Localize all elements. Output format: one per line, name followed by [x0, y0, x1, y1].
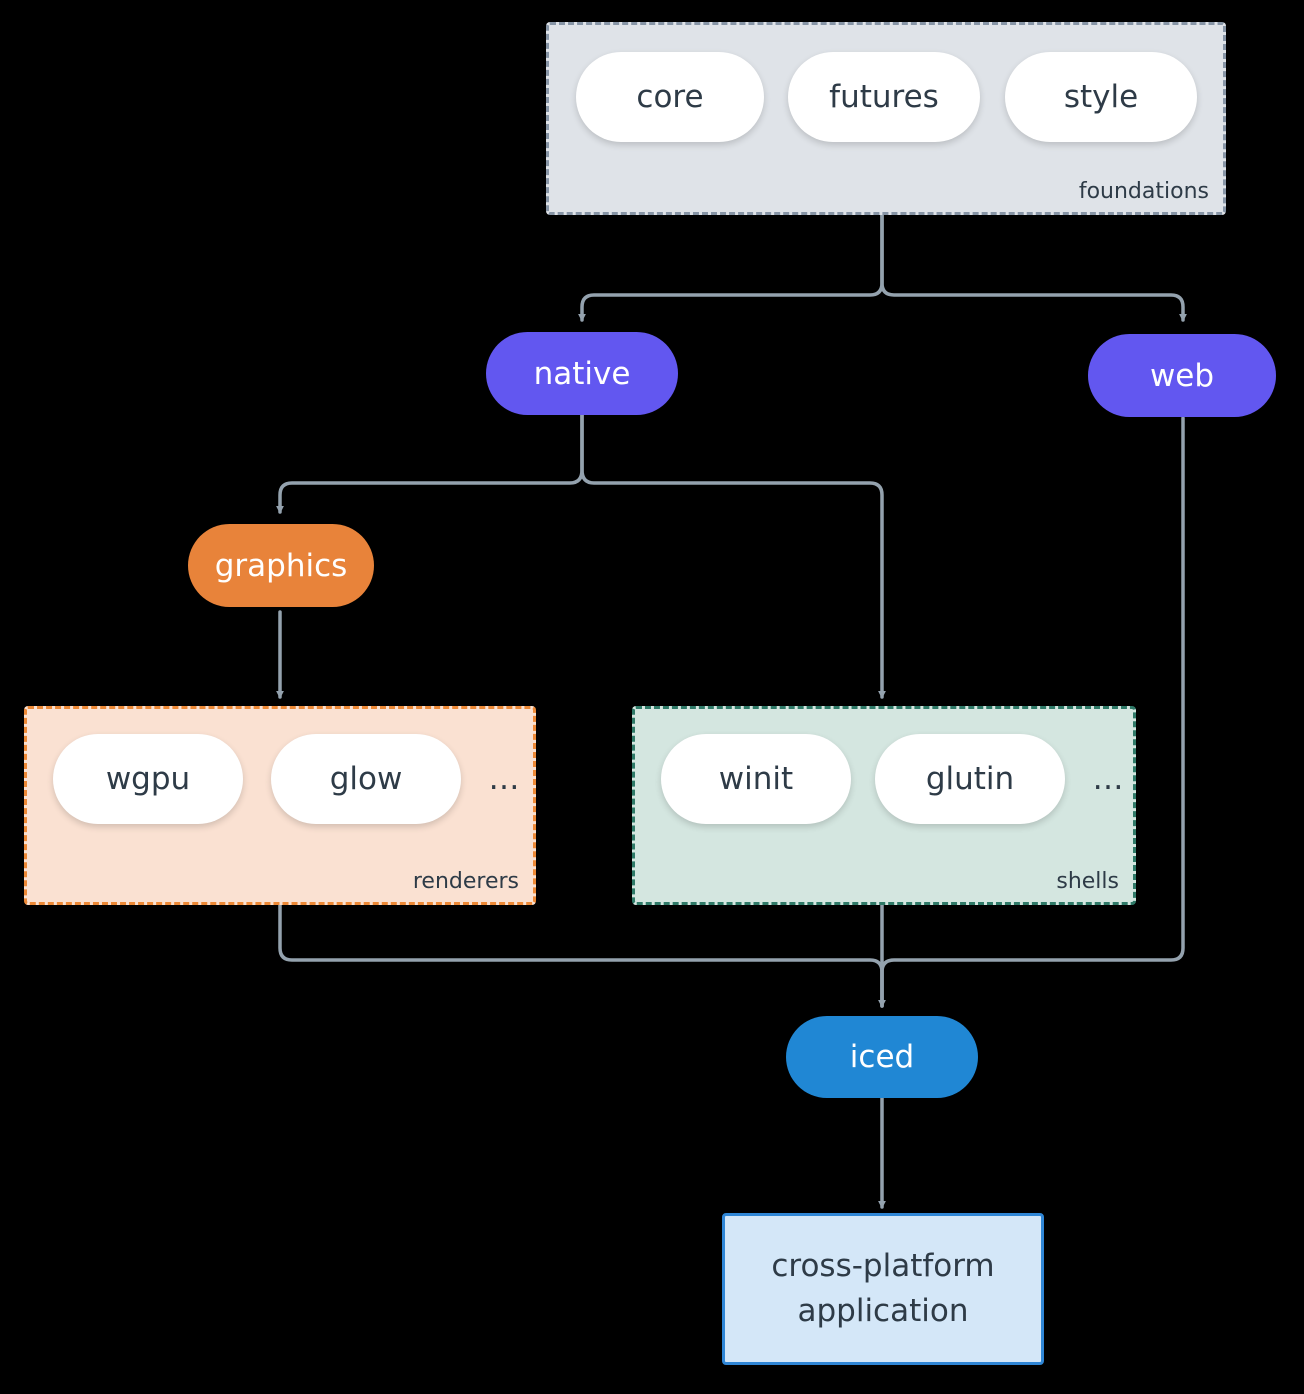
edge-native-to-shells [580, 413, 886, 699]
node-label: graphics [214, 547, 348, 584]
node-native[interactable]: native [486, 332, 678, 415]
node-label: web [1149, 357, 1215, 394]
application-label-line1: cross-platform [771, 1248, 995, 1285]
node-label: iced [849, 1039, 915, 1075]
chip-core[interactable]: core [576, 52, 764, 142]
chip-label: core [636, 79, 704, 115]
node-iced[interactable]: iced [786, 1016, 978, 1098]
chip-label: wgpu [105, 761, 191, 797]
group-label-shells: shells [1056, 869, 1119, 894]
chip-futures[interactable]: futures [788, 52, 980, 142]
chip-label: futures [829, 79, 939, 115]
application-label-line2: application [797, 1293, 969, 1329]
chip-style[interactable]: style [1005, 52, 1197, 142]
chip-label: glutin [925, 761, 1015, 797]
edge-native-to-graphics [276, 413, 584, 514]
edge-foundations-to-web [880, 213, 1187, 322]
chip-glutin[interactable]: glutin [875, 734, 1065, 824]
chip-label: style [1063, 79, 1139, 115]
group-foundations: core futures style foundations [546, 22, 1226, 215]
group-label-renderers: renderers [412, 869, 519, 894]
node-web[interactable]: web [1088, 334, 1276, 417]
node-label: native [533, 355, 631, 392]
chip-glow[interactable]: glow [271, 734, 461, 824]
node-cross-platform-application[interactable]: cross-platform application [722, 1213, 1044, 1365]
application-label-wrapper: cross-platform application [771, 1244, 994, 1334]
chip-label: glow [329, 761, 403, 797]
renderers-overflow-ellipsis: … [488, 761, 520, 797]
group-label-foundations: foundations [1078, 179, 1209, 204]
group-shells: winit glutin … shells [632, 706, 1136, 905]
shells-overflow-ellipsis: … [1092, 761, 1124, 797]
group-renderers: wgpu glow … renderers [24, 706, 536, 905]
edge-renderers-to-iced [278, 903, 886, 1008]
node-graphics[interactable]: graphics [188, 524, 374, 607]
chip-wgpu[interactable]: wgpu [53, 734, 243, 824]
chip-winit[interactable]: winit [661, 734, 851, 824]
edge-foundations-to-native [578, 213, 884, 322]
chip-label: winit [718, 761, 794, 797]
